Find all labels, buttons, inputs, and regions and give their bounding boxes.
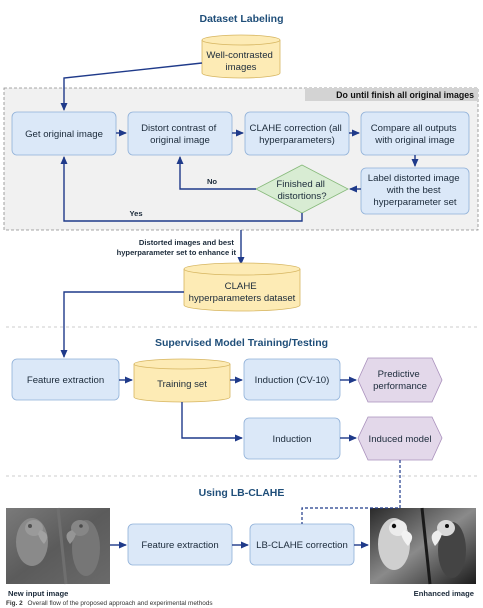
section-title-supervised-training: Supervised Model Training/Testing bbox=[155, 337, 328, 349]
svg-text:Training set: Training set bbox=[157, 379, 207, 390]
process-get-original-line-1: Get original image bbox=[25, 129, 103, 140]
process-label-distorted-image: Label distorted image with the best hype… bbox=[361, 168, 469, 214]
svg-text:Induced model: Induced model bbox=[369, 434, 432, 445]
process-label-line-2: with the best bbox=[386, 185, 441, 196]
process-induction-line-1: Induction bbox=[273, 434, 312, 445]
output-induced-model-line-1: Induced model bbox=[369, 434, 432, 445]
database-well-contrasted-line-1: Well-contrasted bbox=[206, 50, 272, 61]
process-distort-line-1: Distort contrast of bbox=[141, 123, 217, 134]
output-predictive-line-2: performance bbox=[373, 381, 427, 392]
database-clahe-hyperparameters: CLAHE hyperparameters dataset bbox=[184, 263, 300, 311]
process-get-original-image: Get original image bbox=[12, 112, 116, 155]
section-title-dataset-labeling: Dataset Labeling bbox=[199, 13, 283, 25]
new-input-image bbox=[6, 508, 110, 584]
svg-text:Get original image: Get original image bbox=[25, 129, 103, 140]
process-clahe-line-1: CLAHE correction (all bbox=[250, 123, 342, 134]
svg-text:Finished all distortions: Finished all distortions? bbox=[276, 179, 327, 202]
database-well-contrasted-images: Well-contrasted images bbox=[202, 35, 280, 78]
process-feature-extraction-usage: Feature extraction bbox=[128, 524, 232, 565]
database-training-set-line-1: Training set bbox=[157, 379, 207, 390]
svg-text:Distort contrast of orig: Distort contrast of original image bbox=[141, 123, 219, 146]
edge-label-no: No bbox=[207, 177, 217, 186]
database-clahe-line-2: hyperparameters dataset bbox=[189, 293, 296, 304]
svg-text:Predictive performance: Predictive performance bbox=[373, 369, 427, 392]
figure-caption-text: Overall flow of the proposed approach an… bbox=[27, 600, 212, 607]
edge-label-distorted-line-2: hyperparameter set to enhance it bbox=[117, 248, 237, 257]
svg-text:Feature extraction: Feature extraction bbox=[141, 540, 218, 551]
database-well-contrasted-line-2: images bbox=[226, 62, 257, 73]
process-compare-outputs: Compare all outputs with original image bbox=[361, 112, 469, 155]
process-compare-line-2: with original image bbox=[374, 135, 454, 146]
process-label-line-1: Label distorted image bbox=[368, 173, 460, 184]
figure-caption: Fig. 2 Overall flow of the proposed appr… bbox=[6, 600, 213, 607]
process-induction: Induction bbox=[244, 418, 340, 459]
database-training-set: Training set bbox=[134, 359, 230, 402]
svg-text:Induction: Induction bbox=[273, 434, 312, 445]
process-feature-extraction-training: Feature extraction bbox=[12, 359, 119, 400]
svg-text:Compare all outputs with: Compare all outputs with original image bbox=[371, 123, 460, 146]
svg-text:Feature extraction: Feature extraction bbox=[27, 375, 104, 386]
process-lbclahe-line-1: LB-CLAHE correction bbox=[256, 540, 348, 551]
label-enhanced-image: Enhanced image bbox=[414, 589, 474, 598]
edge-label-distorted-line-1: Distorted images and best bbox=[139, 238, 234, 247]
loop-label: Do until finish all original images bbox=[336, 90, 474, 100]
svg-text:LB-CLAHE correction: LB-CLAHE correction bbox=[256, 540, 348, 551]
process-feature-extraction-2-line-1: Feature extraction bbox=[141, 540, 218, 551]
process-distort-line-2: original image bbox=[150, 135, 210, 146]
edge-label-yes: Yes bbox=[129, 209, 142, 218]
enhanced-image bbox=[370, 508, 476, 584]
process-compare-line-1: Compare all outputs bbox=[371, 123, 457, 134]
output-predictive-performance: Predictive performance bbox=[358, 358, 442, 402]
process-lbclahe-correction: LB-CLAHE correction bbox=[250, 524, 354, 565]
svg-text:CLAHE correction (all hy: CLAHE correction (all hyperparameters) bbox=[250, 123, 345, 146]
process-induction-cv10: Induction (CV-10) bbox=[244, 359, 340, 400]
decision-line-2: distortions? bbox=[277, 191, 326, 202]
process-label-line-3: hyperparameter set bbox=[373, 197, 457, 208]
output-induced-model: Induced model bbox=[358, 417, 442, 460]
decision-line-1: Finished all bbox=[276, 179, 325, 190]
process-feature-extraction-1-line-1: Feature extraction bbox=[27, 375, 104, 386]
figure-caption-prefix: Fig. 2 bbox=[6, 600, 23, 607]
arrow-training-to-induction bbox=[182, 402, 242, 438]
label-new-input-image: New input image bbox=[8, 589, 68, 598]
section-title-using-lbclahe: Using LB-CLAHE bbox=[199, 487, 285, 499]
svg-text:Distorted images and best: Distorted images and best hyperparameter… bbox=[117, 238, 237, 257]
database-clahe-line-1: CLAHE bbox=[225, 281, 257, 292]
process-clahe-line-2: hyperparameters) bbox=[259, 135, 335, 146]
process-induction-cv10-line-1: Induction (CV-10) bbox=[255, 375, 330, 386]
process-distort-contrast: Distort contrast of original image bbox=[128, 112, 232, 155]
svg-text:Induction (CV-10): Induction (CV-10) bbox=[255, 375, 330, 386]
process-clahe-correction: CLAHE correction (all hyperparameters) bbox=[245, 112, 349, 155]
output-predictive-line-1: Predictive bbox=[378, 369, 420, 380]
